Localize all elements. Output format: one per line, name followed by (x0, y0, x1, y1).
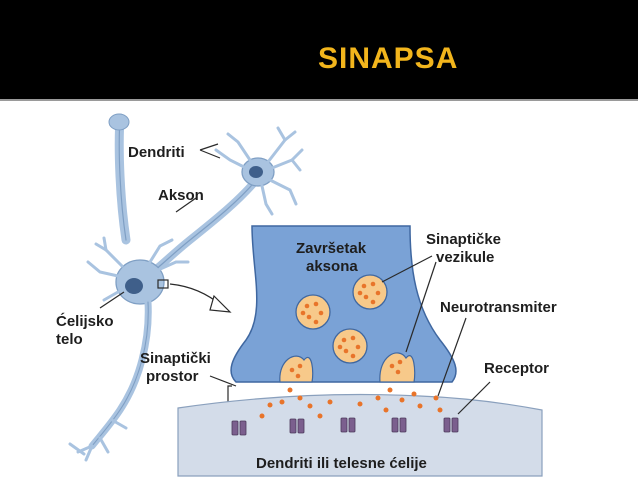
label-sinapticke-vezikule-line2: vezikule (436, 249, 494, 266)
label-receptor: Receptor (484, 360, 549, 377)
label-celijsko-telo-line1: Ćelijsko (56, 312, 114, 330)
vesicle-neurotransmitter-dots (289, 281, 403, 379)
label-sinapticki-prostor-line1: Sinaptički (140, 350, 211, 367)
neuron-illustration (68, 113, 304, 462)
label-sinapticki-prostor-line2: prostor (146, 368, 199, 385)
slide-header (0, 0, 638, 100)
label-dendriti: Dendriti (128, 144, 185, 161)
right-label-leader-lines (381, 255, 491, 415)
label-sinapticke-vezikule-line1: Sinaptičke (426, 231, 501, 248)
slide-title: SINAPSA (318, 42, 459, 75)
postsynaptic-cell (177, 393, 543, 477)
axon-terminal (230, 225, 457, 383)
label-neurotransmiter: Neurotransmiter (440, 299, 557, 316)
header-divider (0, 99, 638, 101)
label-zavrsetak-aksona-line2: aksona (306, 258, 358, 275)
synaptic-vesicles (295, 274, 388, 364)
label-akson: Akson (158, 187, 204, 204)
label-celijsko-telo-line2: telo (56, 331, 83, 348)
label-dendriti-ili-telesne-celije: Dendriti ili telesne ćelije (256, 455, 427, 472)
label-zavrsetak-aksona-line1: Završetak (296, 240, 367, 257)
released-neurotransmitters (259, 387, 443, 419)
receptors (231, 417, 459, 436)
release-vesicles (279, 352, 416, 383)
